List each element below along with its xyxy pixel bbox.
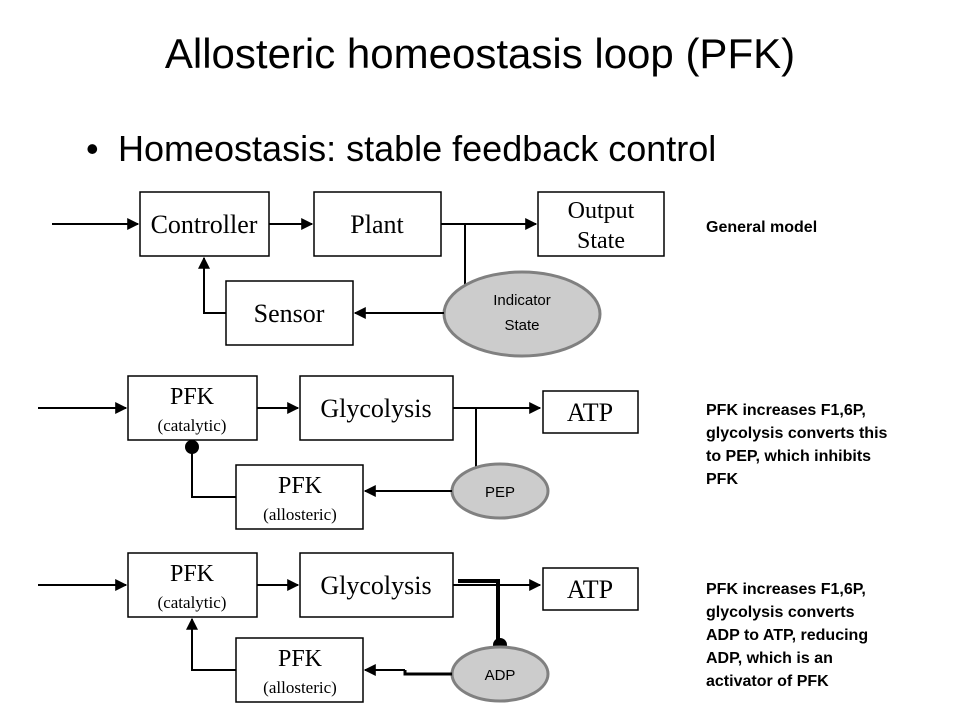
pfk-catalytic-label-1b: PFK [170, 561, 215, 587]
pfk-catalytic-label-2: (catalytic) [158, 416, 227, 435]
atp-box-2 [542, 567, 639, 611]
bullet-dot-icon: • [86, 128, 99, 169]
adp-label: ADP [485, 667, 516, 684]
pep-note-line: glycolysis converts this [706, 425, 888, 442]
adp-note-line: ADP, which is an [706, 650, 833, 667]
pfk-allosteric-label-1b: PFK [278, 646, 323, 672]
bullet-point: • Homeostasis: stable feedback control [86, 128, 716, 170]
indicator-state-ellipse [442, 270, 602, 358]
atp-label: ATP [567, 398, 613, 427]
adp-model: PFK (catalytic) Glycolysis ATP ADP PFK (… [38, 552, 639, 703]
adp-note-line: activator of PFK [706, 673, 829, 690]
pep-note: PFK increases F1,6P, glycolysis converts… [706, 399, 887, 491]
controller-box [139, 191, 270, 257]
general-model-note: General model [706, 219, 818, 236]
allosteric-activation-arrow [186, 617, 236, 671]
pep-note-line: PFK [706, 471, 738, 488]
general-model: Controller Plant Output State Indicator … [52, 191, 665, 358]
glycolysis-label: Glycolysis [320, 394, 431, 423]
adp-note-line: glycolysis converts [706, 604, 855, 621]
pfk-catalytic-box-2 [127, 552, 258, 618]
adp-note: PFK increases F1,6P, glycolysis converts… [706, 578, 868, 693]
pfk-allosteric-label-2b: (allosteric) [263, 678, 337, 697]
atp-label-2: ATP [567, 575, 613, 604]
output-state-box [537, 191, 665, 257]
plant-label: Plant [350, 210, 404, 239]
sensor-label: Sensor [254, 299, 325, 328]
sensor-box [225, 280, 354, 346]
pep-model: PFK (catalytic) Glycolysis ATP PEP PFK (… [38, 375, 639, 530]
pfk-allosteric-box-2 [235, 637, 364, 703]
pfk-catalytic-label-2b: (catalytic) [158, 593, 227, 612]
adp-link-line [403, 670, 452, 676]
pep-label: PEP [485, 484, 515, 501]
indicator-state-label-2: State [504, 317, 539, 334]
glycolysis-box [299, 375, 454, 441]
plant-box [313, 191, 442, 257]
pfk-catalytic-box [127, 375, 258, 441]
allosteric-inhibition-line [191, 447, 236, 498]
bullet-text: Homeostasis: stable feedback control [118, 128, 717, 169]
pep-note-line: PFK increases F1,6P, [706, 402, 866, 419]
glycolysis-to-adp-line [458, 579, 500, 645]
controller-label: Controller [151, 210, 258, 239]
slide-title: Allosteric homeostasis loop (PFK) [164, 30, 796, 77]
pfk-allosteric-label-2: (allosteric) [263, 505, 337, 524]
pfk-catalytic-label-1: PFK [170, 384, 215, 410]
atp-box [542, 390, 639, 434]
adp-note-line: ADP to ATP, reducing [706, 627, 869, 644]
output-state-label-1: Output [568, 198, 635, 224]
pep-note-line: to PEP, which inhibits [706, 448, 872, 465]
sensor-to-controller-arrow [198, 256, 226, 314]
output-state-label-2: State [577, 228, 625, 254]
indicator-state-label-1: Indicator [493, 292, 551, 309]
inhibition-dot-icon [185, 440, 199, 454]
pfk-allosteric-label-1: PFK [278, 473, 323, 499]
adp-note-line: PFK increases F1,6P, [706, 581, 866, 598]
glycolysis-label-2: Glycolysis [320, 571, 431, 600]
